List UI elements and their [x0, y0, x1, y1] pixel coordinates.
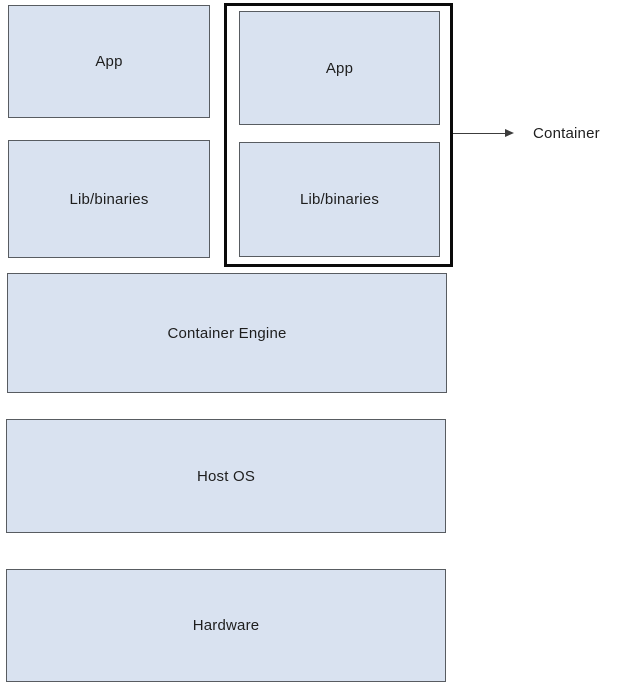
arrow-shaft	[453, 133, 507, 134]
app-box-left: App	[8, 5, 210, 118]
lib-binaries-box-left: Lib/binaries	[8, 140, 210, 258]
container-callout-arrow	[453, 129, 514, 137]
container-callout-label: Container	[533, 125, 600, 142]
lib-binaries-box-container: Lib/binaries	[239, 142, 440, 257]
app-box-left-label: App	[95, 53, 123, 70]
container-engine-label: Container Engine	[167, 324, 287, 342]
arrow-head-icon	[505, 129, 514, 137]
lib-binaries-box-left-label: Lib/binaries	[69, 190, 149, 208]
hardware-label: Hardware	[192, 617, 260, 634]
app-box-container: App	[239, 11, 440, 125]
host-os-box: Host OS	[6, 419, 446, 533]
app-box-container-label: App	[325, 59, 354, 77]
container-group-outline: App Lib/binaries	[224, 3, 453, 267]
container-engine-box: Container Engine	[7, 273, 447, 393]
host-os-label: Host OS	[196, 467, 256, 485]
hardware-box: Hardware	[6, 569, 446, 682]
lib-binaries-box-container-label: Lib/binaries	[299, 191, 380, 208]
